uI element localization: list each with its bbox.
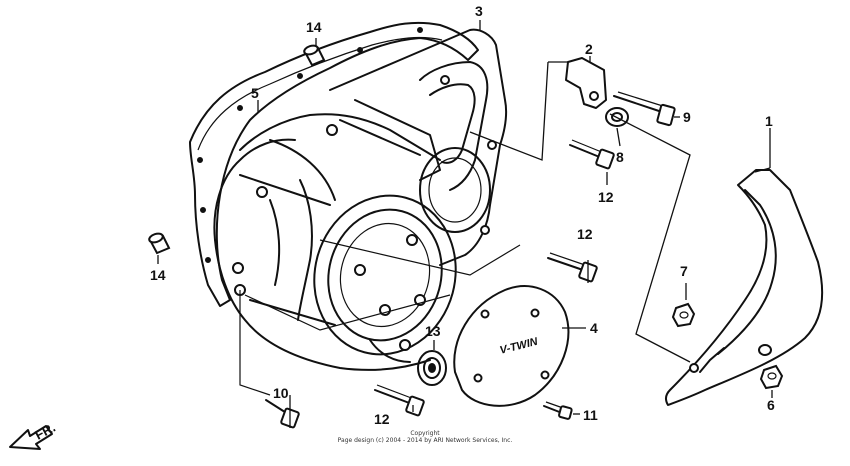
- bolt-part-12-middle[interactable]: [547, 252, 598, 283]
- label-part-13: 13: [425, 323, 441, 339]
- label-part-14-lower: 14: [150, 267, 166, 283]
- label-part-1: 1: [765, 113, 773, 129]
- chain-guard-part-1[interactable]: [664, 169, 824, 406]
- dowel-pin-part-14-lower[interactable]: [148, 232, 171, 255]
- bolt-part-9[interactable]: [613, 91, 676, 127]
- copyright-line-1: Copyright: [410, 430, 440, 437]
- clutch-housing[interactable]: [213, 113, 521, 396]
- bolt-part-12-upper[interactable]: [569, 139, 615, 170]
- label-part-12-lower: 12: [374, 411, 390, 427]
- leader-lines: [157, 20, 773, 428]
- label-part-14-upper: 14: [306, 19, 322, 35]
- label-part-9: 9: [683, 109, 691, 125]
- gasket-part-5[interactable]: [189, 21, 479, 307]
- label-part-4: 4: [590, 320, 598, 336]
- bracket-part-2[interactable]: [565, 57, 607, 109]
- label-part-10: 10: [273, 385, 289, 401]
- cover-part-4[interactable]: V-TWIN: [453, 285, 570, 407]
- label-part-3: 3: [475, 3, 483, 19]
- label-part-2: 2: [585, 41, 593, 57]
- label-part-8: 8: [616, 149, 624, 165]
- label-part-11: 11: [583, 407, 598, 423]
- label-part-5: 5: [251, 85, 259, 101]
- dowel-pin-part-14-upper[interactable]: [303, 44, 326, 67]
- label-part-6: 6: [767, 397, 775, 413]
- label-part-7: 7: [680, 263, 688, 279]
- nut-part-7[interactable]: [671, 302, 696, 328]
- bolt-part-11[interactable]: [543, 401, 573, 420]
- front-direction-arrow: FR.: [9, 420, 58, 450]
- cover-part-3[interactable]: [329, 28, 508, 266]
- label-part-12-middle: 12: [577, 226, 593, 242]
- label-part-12-upper: 12: [598, 189, 614, 205]
- bolt-part-12-lower[interactable]: [374, 384, 425, 417]
- cover-logo: V-TWIN: [499, 336, 540, 357]
- bolt-part-10[interactable]: [265, 399, 300, 429]
- copyright-line-2: Page design (c) 2004 - 2014 by ARI Netwo…: [337, 437, 513, 444]
- nut-part-6[interactable]: [759, 364, 784, 390]
- oil-seal-part-13[interactable]: [417, 350, 447, 386]
- copyright-notice: Copyright Page design (c) 2004 - 2014 by…: [300, 430, 550, 444]
